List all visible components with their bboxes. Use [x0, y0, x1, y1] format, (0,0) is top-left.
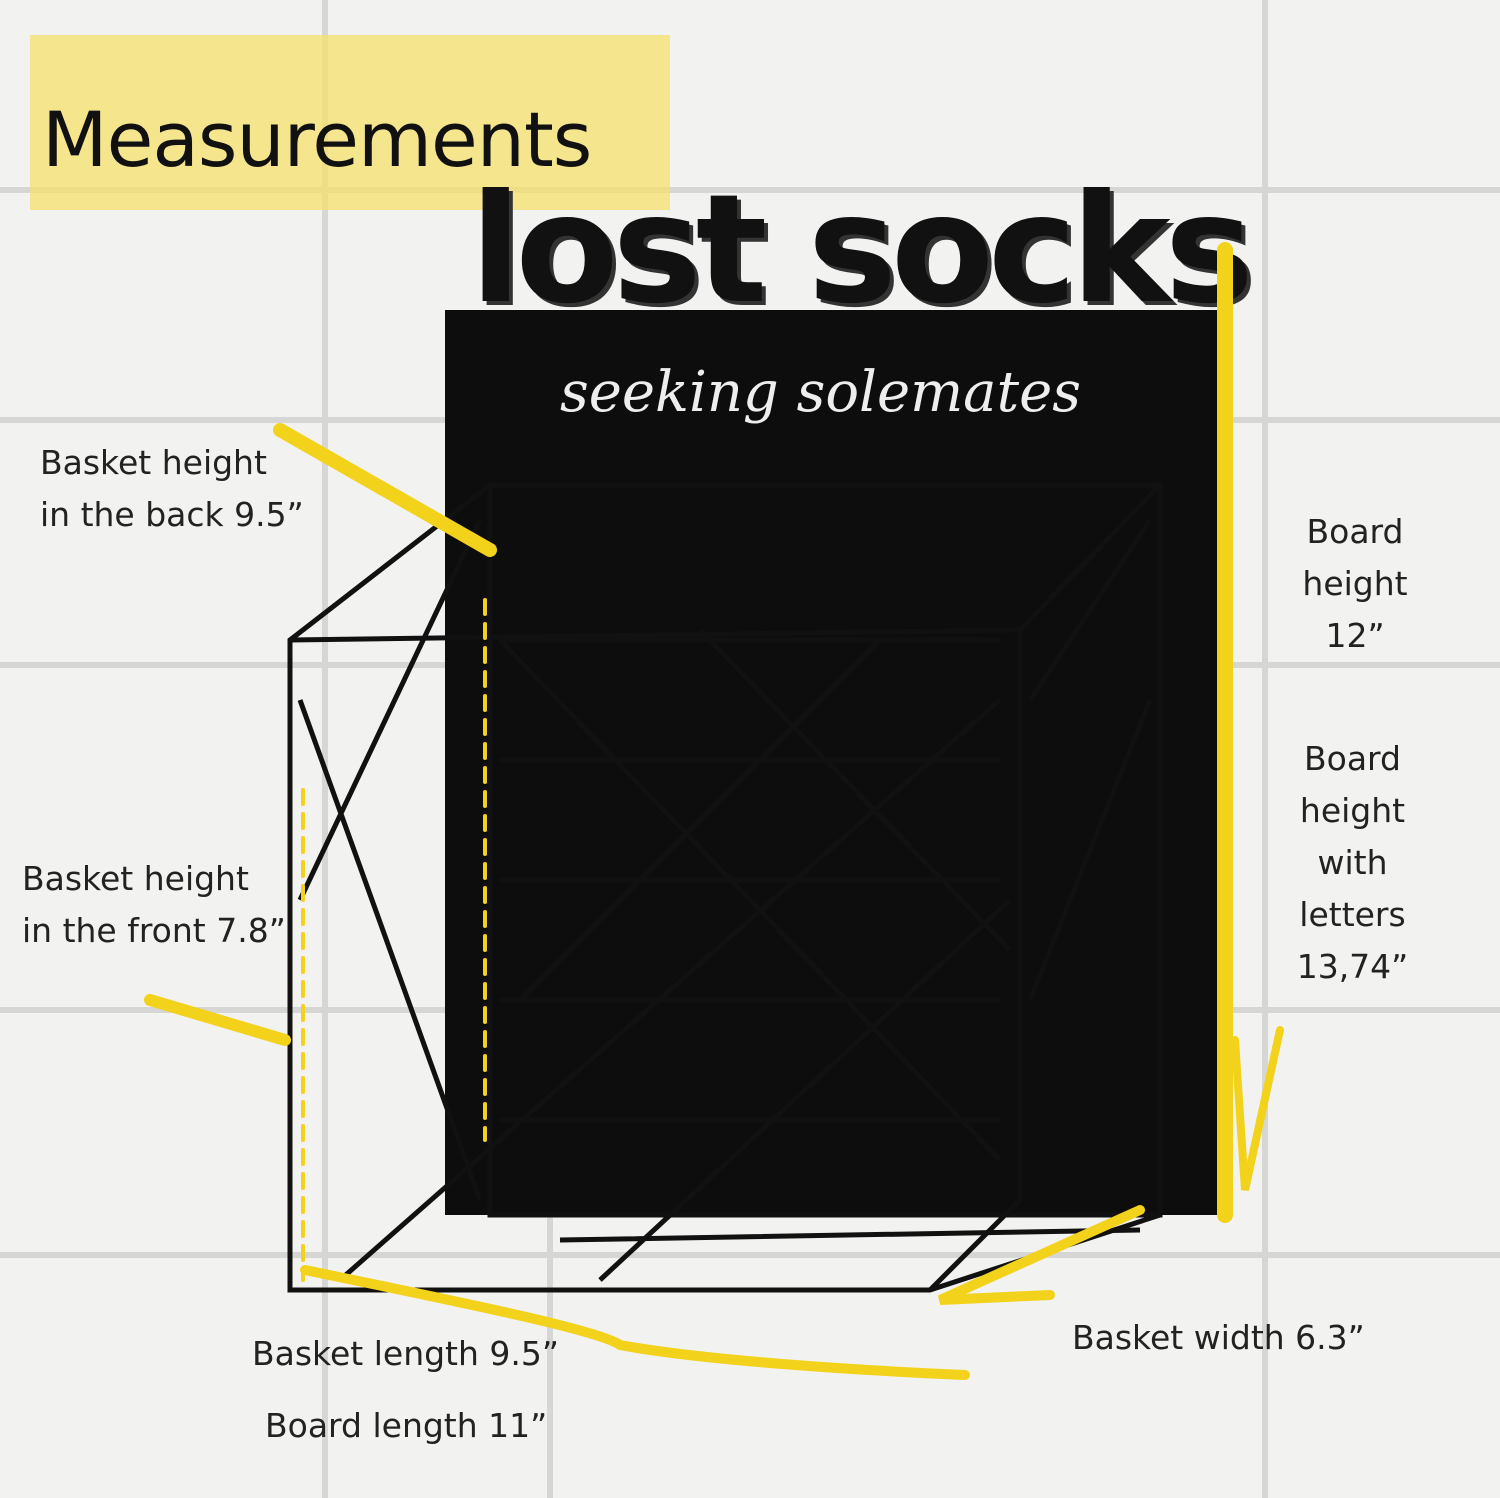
- page-title: Measurements: [42, 95, 592, 184]
- label-line: height: [1302, 564, 1408, 603]
- label-line: in the front 7.8”: [22, 911, 286, 950]
- title-highlight: [30, 35, 670, 210]
- label-line: 12”: [1325, 616, 1385, 655]
- label-line: Basket height: [40, 443, 267, 482]
- label-basket-width: Basket width 6.3”: [1072, 1318, 1365, 1357]
- label-line: letters: [1299, 895, 1406, 934]
- label-board-length: Board length 11”: [265, 1406, 548, 1445]
- brand-letters: lost socks: [470, 163, 1254, 337]
- tagline: seeking solemates: [560, 360, 1081, 425]
- label-line: height: [1299, 791, 1406, 830]
- label-line: Basket height: [22, 859, 249, 898]
- label-line: Board: [1304, 739, 1401, 778]
- label-line: 13,74”: [1296, 947, 1409, 986]
- label-basket-front-height: Basket height in the front 7.8”: [22, 853, 286, 957]
- label-line: with: [1317, 843, 1388, 882]
- basket-wire: [287, 482, 1163, 1293]
- yellow-marks: [144, 242, 1284, 1380]
- label-line: Board: [1306, 512, 1404, 551]
- label-line: in the back 9.5”: [40, 495, 304, 534]
- label-board-height-letters: Board height with letters 13,74”: [1285, 733, 1420, 993]
- label-board-height: Board height 12”: [1290, 506, 1420, 662]
- label-basket-back-height: Basket height in the back 9.5”: [40, 437, 304, 541]
- label-basket-length: Basket length 9.5”: [252, 1334, 559, 1373]
